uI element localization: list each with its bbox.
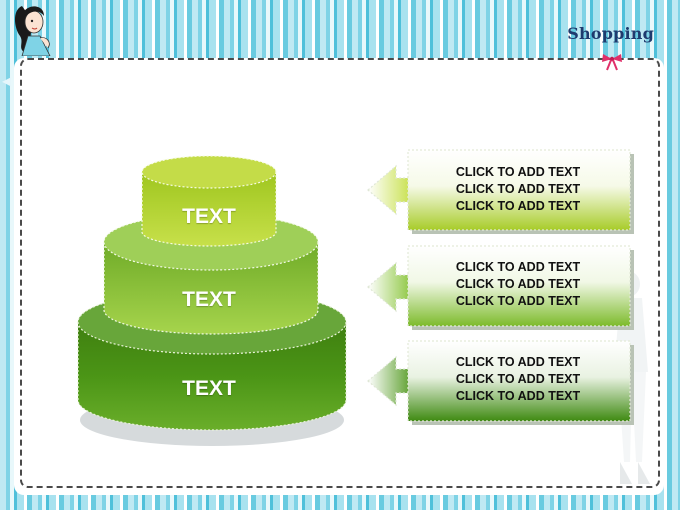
tier-label-bottom[interactable]: TEXT: [182, 377, 236, 400]
dashed-frame: [20, 58, 660, 488]
text-box-1-content[interactable]: CLICK TO ADD TEXT CLICK TO ADD TEXT CLIC…: [408, 164, 628, 215]
text-line: CLICK TO ADD TEXT: [455, 165, 581, 179]
text-line: CLICK TO ADD TEXT: [455, 372, 581, 386]
cake-tier-top: [141, 155, 277, 247]
tier-label-middle[interactable]: TEXT: [182, 288, 236, 311]
triangle-left-icon: ◀: [2, 74, 12, 88]
text-box-2-content[interactable]: CLICK TO ADD TEXT CLICK TO ADD TEXT CLIC…: [408, 259, 628, 310]
text-line: CLICK TO ADD TEXT: [455, 260, 581, 274]
girl-illustration-icon: [15, 6, 51, 56]
text-line: CLICK TO ADD TEXT: [455, 199, 581, 213]
arrow-left-icon: [367, 355, 413, 407]
arrow-left-icon: [367, 164, 413, 216]
text-line: CLICK TO ADD TEXT: [455, 277, 581, 291]
bow-icon: [602, 54, 622, 71]
text-box-3-content[interactable]: CLICK TO ADD TEXT CLICK TO ADD TEXT CLIC…: [408, 354, 628, 405]
text-box-3: [407, 340, 634, 425]
tier-label-top[interactable]: TEXT: [182, 205, 236, 228]
arrow-left-icon: [367, 261, 413, 313]
text-box-1: [407, 149, 634, 234]
brand-title: Shopping: [567, 24, 654, 43]
text-line: CLICK TO ADD TEXT: [455, 389, 581, 403]
text-box-2: [407, 245, 634, 330]
text-line: CLICK TO ADD TEXT: [455, 294, 581, 308]
text-line: CLICK TO ADD TEXT: [455, 182, 581, 196]
text-line: CLICK TO ADD TEXT: [455, 355, 581, 369]
